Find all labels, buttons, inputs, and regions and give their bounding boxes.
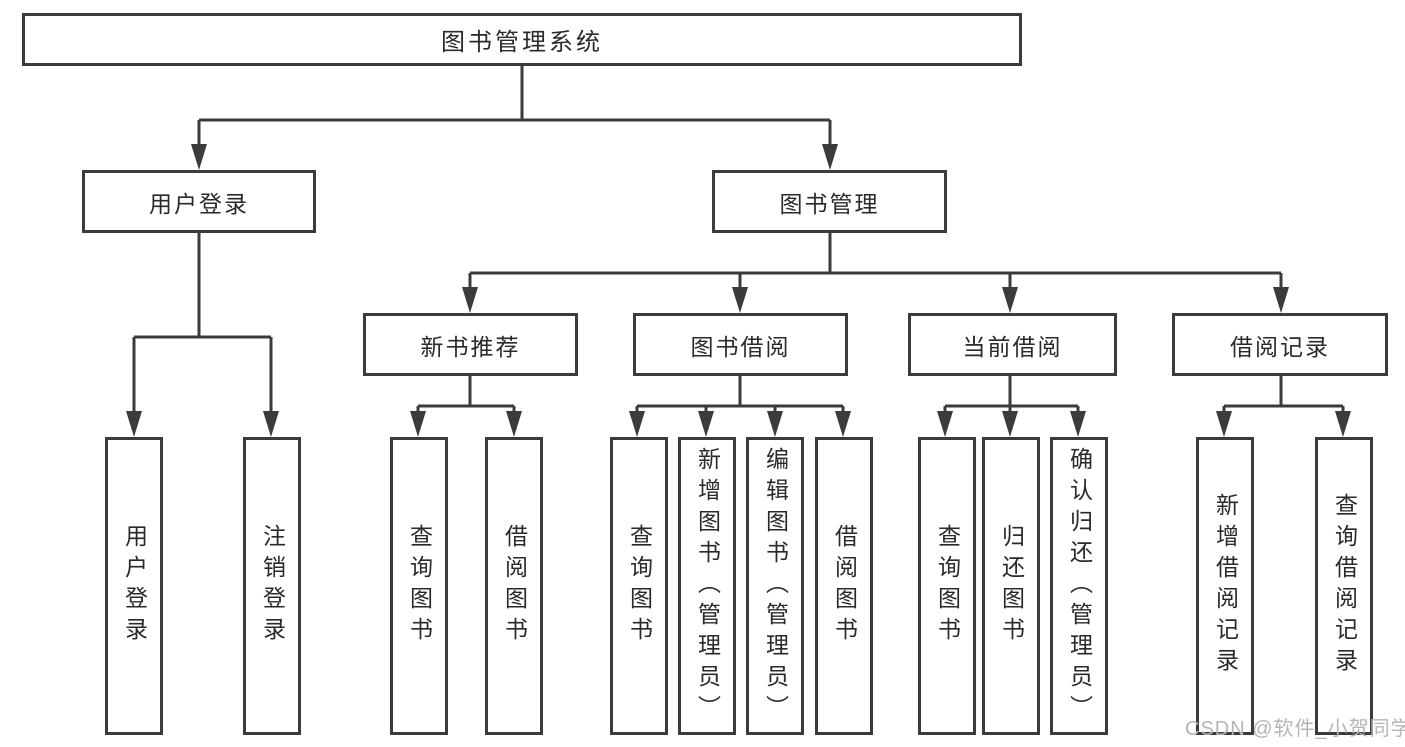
node-root: 图书管理系统: [22, 13, 1022, 66]
node-book-borrowing: 图书借阅: [633, 313, 848, 376]
leaf-confirm-return-admin: 确认归还（管理员）: [1050, 437, 1108, 735]
leaf-query-borrow-record: 查询借阅记录: [1315, 437, 1373, 735]
node-book-management: 图书管理: [712, 170, 947, 233]
arrow-down-icon: [629, 411, 645, 437]
leaf-return-books: 归还图书: [982, 437, 1040, 735]
arrow-down-icon: [1070, 411, 1086, 437]
connector-root-to-level2: [197, 66, 832, 147]
leaf-add-borrow-record: 新增借阅记录: [1196, 437, 1254, 735]
leaf-logout-login: 注销登录: [243, 437, 301, 735]
leaf-query-books-recommend: 查询图书: [390, 437, 448, 735]
arrowheads: [126, 144, 1351, 437]
arrow-down-icon: [1216, 411, 1232, 437]
connector-userlogin-to-leaves: [132, 233, 273, 414]
arrow-down-icon: [732, 287, 748, 313]
arrow-down-icon: [937, 411, 953, 437]
arrow-down-icon: [822, 144, 838, 170]
connector-records-to-leaves: [1222, 376, 1345, 414]
arrow-down-icon: [462, 287, 478, 313]
node-user-login: 用户登录: [82, 170, 316, 233]
arrow-down-icon: [1002, 411, 1018, 437]
arrow-down-icon: [126, 411, 142, 437]
leaf-add-books-admin: 新增图书（管理员）: [678, 437, 736, 735]
arrow-down-icon: [835, 411, 851, 437]
leaf-user-login: 用户登录: [105, 437, 163, 735]
arrow-down-icon: [698, 411, 714, 437]
arrow-down-icon: [1335, 411, 1351, 437]
node-borrowing-records: 借阅记录: [1172, 313, 1388, 376]
connector-borrowing-to-leaves: [635, 376, 845, 414]
leaf-edit-books-admin: 编辑图书（管理员）: [746, 437, 804, 735]
leaf-borrow-books-recommend: 借阅图书: [485, 437, 543, 735]
leaf-query-books-borrowing: 查询图书: [610, 437, 668, 735]
arrow-down-icon: [1273, 287, 1289, 313]
node-current-borrowing: 当前借阅: [908, 313, 1117, 376]
arrow-down-icon: [767, 411, 783, 437]
arrow-down-icon: [506, 411, 522, 437]
connector-newbook-to-leaves: [416, 376, 516, 414]
arrow-down-icon: [410, 411, 426, 437]
arrow-down-icon: [191, 144, 207, 170]
connector-bookmgmt-to-level3: [468, 233, 1283, 290]
node-new-book-recommend: 新书推荐: [363, 313, 578, 376]
arrow-down-icon: [1002, 287, 1018, 313]
arrow-down-icon: [263, 411, 279, 437]
leaf-query-books-current: 查询图书: [918, 437, 976, 735]
leaf-borrow-books-borrowing: 借阅图书: [815, 437, 873, 735]
watermark: CSDN @软件_小贺同学: [1185, 718, 1405, 740]
connector-current-to-leaves: [943, 376, 1080, 414]
